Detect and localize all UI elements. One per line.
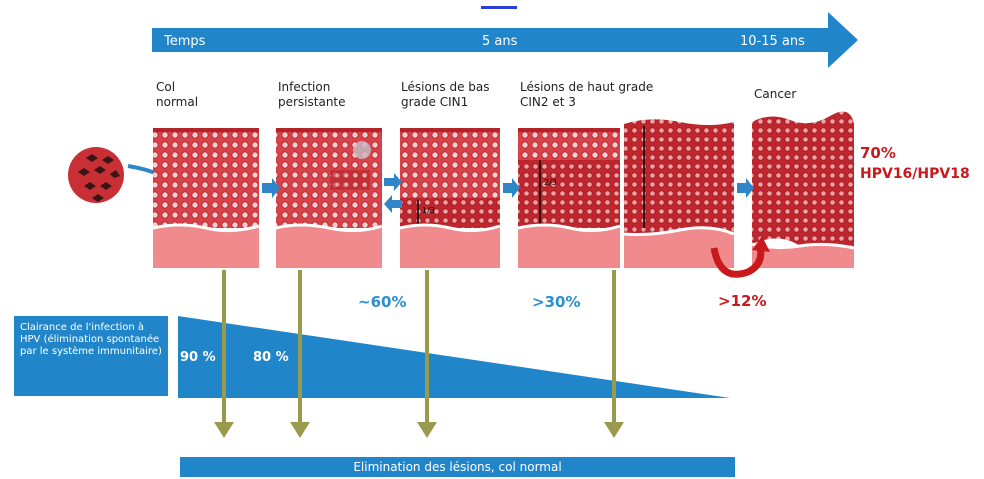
cin23-progression-pct: >30% [532,293,580,311]
cancer-invasion-pct: >12% [718,292,766,310]
tissue-infection [276,128,382,268]
timeline-mid-label: 5 ans [482,34,517,49]
clearance-pct-1: 90 % [180,350,216,365]
thickness-mark-cin2: 2/3 [544,178,557,187]
hpv-pct: 70% [860,144,896,162]
hpv-types: HPV16/HPV18 [860,166,970,182]
tissue-cin1 [400,128,500,268]
timeline-end-label: 10-15 ans [740,34,805,49]
tissue-cancer [752,112,854,269]
clearance-pct-2: 80 % [253,350,289,365]
cin1-progression-pct: ~60% [358,293,406,311]
clearance-label-box: Clairance de l'infection à HPV (éliminat… [14,316,168,396]
stage-label-cin23: Lésions de haut grade CIN2 et 3 [520,80,653,110]
stage-label-normal: Col normal [156,80,198,110]
tissue-cin2 [518,128,620,268]
tissue-normal [153,128,259,268]
tissue-cin3 [624,119,734,268]
elimination-bar: Elimination des lésions, col normal [180,457,735,477]
stage-label-cancer: Cancer [754,87,796,102]
hpv-virus-icon [68,147,124,203]
timeline-start-label: Temps [164,34,205,49]
thickness-mark-cin1: 1/3 [422,206,435,215]
stage-label-cin1: Lésions de bas grade CIN1 [401,80,490,110]
stage-label-infection: Infection persistante [278,80,346,110]
